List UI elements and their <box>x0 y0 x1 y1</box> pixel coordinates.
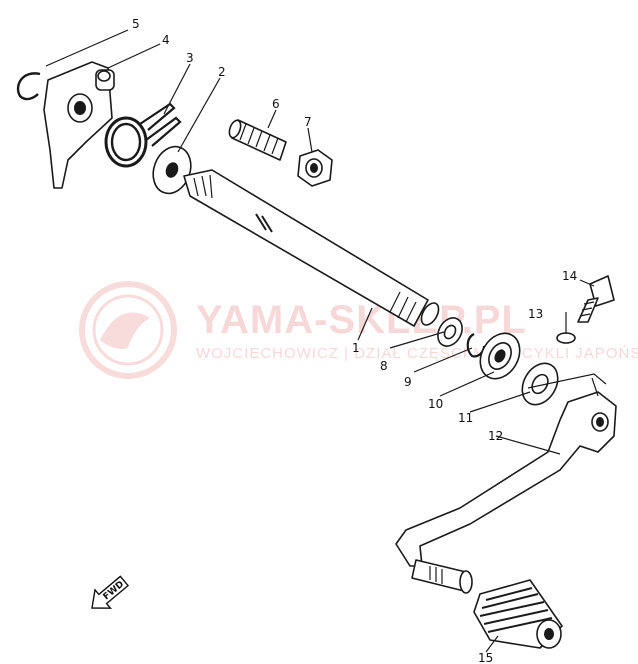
callout-9: 9 <box>404 375 412 389</box>
watermark-subtitle: WOJCIECHOWICZ | DZIAŁ CZĘŚCI MOTOCYKLI J… <box>196 344 638 362</box>
callout-12: 12 <box>488 429 503 443</box>
watermark-logo-icon <box>79 281 177 379</box>
watermark: YAMA-SKLEP.PL WOJCIECHOWICZ | DZIAŁ CZĘŚ… <box>79 281 638 379</box>
callout-14: 14 <box>562 269 577 283</box>
watermark-title: YAMA-SKLEP.PL <box>196 298 527 342</box>
callout-7: 7 <box>304 115 312 129</box>
callout-5: 5 <box>132 17 140 31</box>
part-14-bolt <box>577 275 615 323</box>
part-15-pedal-rubber <box>473 579 563 649</box>
part-6-bolt <box>228 119 287 161</box>
callout-4: 4 <box>162 33 170 47</box>
callout-1: 1 <box>352 341 360 355</box>
part-8-washer <box>437 317 463 347</box>
part-4-shift-arm <box>43 61 115 189</box>
part-7-nut <box>297 149 333 187</box>
part-1-shaft <box>183 169 440 327</box>
part-12-shift-pedal <box>395 373 617 594</box>
part-5-circlip <box>16 72 41 101</box>
callout-11: 11 <box>458 411 473 425</box>
callout-13: 13 <box>528 307 543 321</box>
part-13-washer <box>556 332 576 344</box>
arrow-left-icon <box>91 575 130 609</box>
callout-labels: 5 4 3 2 6 7 1 8 9 10 11 12 13 14 15 <box>132 17 577 664</box>
callout-10: 10 <box>428 397 443 411</box>
callout-15: 15 <box>478 651 493 664</box>
callout-6: 6 <box>272 97 280 111</box>
callout-2: 2 <box>218 65 226 79</box>
leader-lines <box>45 29 595 653</box>
part-10-oil-seal <box>479 332 521 380</box>
callout-8: 8 <box>380 359 388 373</box>
callout-3: 3 <box>186 51 194 65</box>
part-3-spring <box>104 102 182 168</box>
part-11-bushing <box>521 362 559 406</box>
fwd-direction-badge: FWD <box>91 575 130 609</box>
